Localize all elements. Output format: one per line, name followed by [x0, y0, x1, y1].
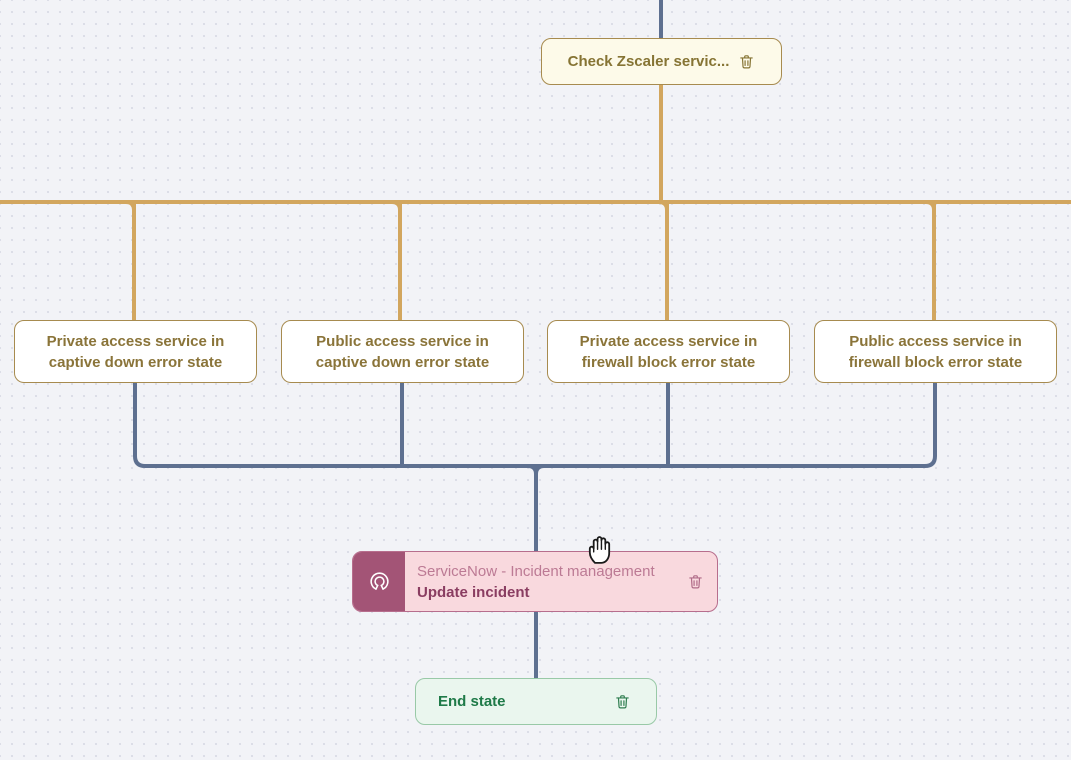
node-private-captive-down[interactable]: Private access service in captive down e…	[14, 320, 257, 383]
node-label: Private access service in captive down e…	[46, 332, 225, 371]
node-label: Check Zscaler servic...	[567, 53, 730, 70]
trash-icon[interactable]	[687, 573, 704, 590]
node-servicenow-update-incident[interactable]: ServiceNow - Incident management Update …	[352, 551, 718, 612]
trash-icon[interactable]	[614, 693, 631, 710]
node-public-captive-down[interactable]: Public access service in captive down er…	[281, 320, 524, 383]
servicenow-ring-icon	[353, 552, 405, 611]
node-label: End state	[438, 693, 506, 710]
node-end-state[interactable]: End state	[415, 678, 657, 725]
node-check-zscaler[interactable]: Check Zscaler servic...	[541, 38, 782, 85]
node-private-firewall-block[interactable]: Private access service in firewall block…	[547, 320, 790, 383]
gold-edges	[0, 85, 1071, 320]
node-label: Public access service in firewall block …	[848, 332, 1023, 371]
node-label: Public access service in captive down er…	[315, 332, 490, 371]
canvas-bottom-strip	[0, 760, 1071, 767]
node-public-firewall-block[interactable]: Public access service in firewall block …	[814, 320, 1057, 383]
node-text: ServiceNow - Incident management Update …	[405, 552, 683, 611]
node-label: Private access service in firewall block…	[579, 332, 758, 371]
servicenow-app-title: ServiceNow - Incident management	[417, 562, 655, 580]
servicenow-action-label: Update incident	[417, 583, 530, 601]
trash-icon[interactable]	[738, 53, 755, 70]
